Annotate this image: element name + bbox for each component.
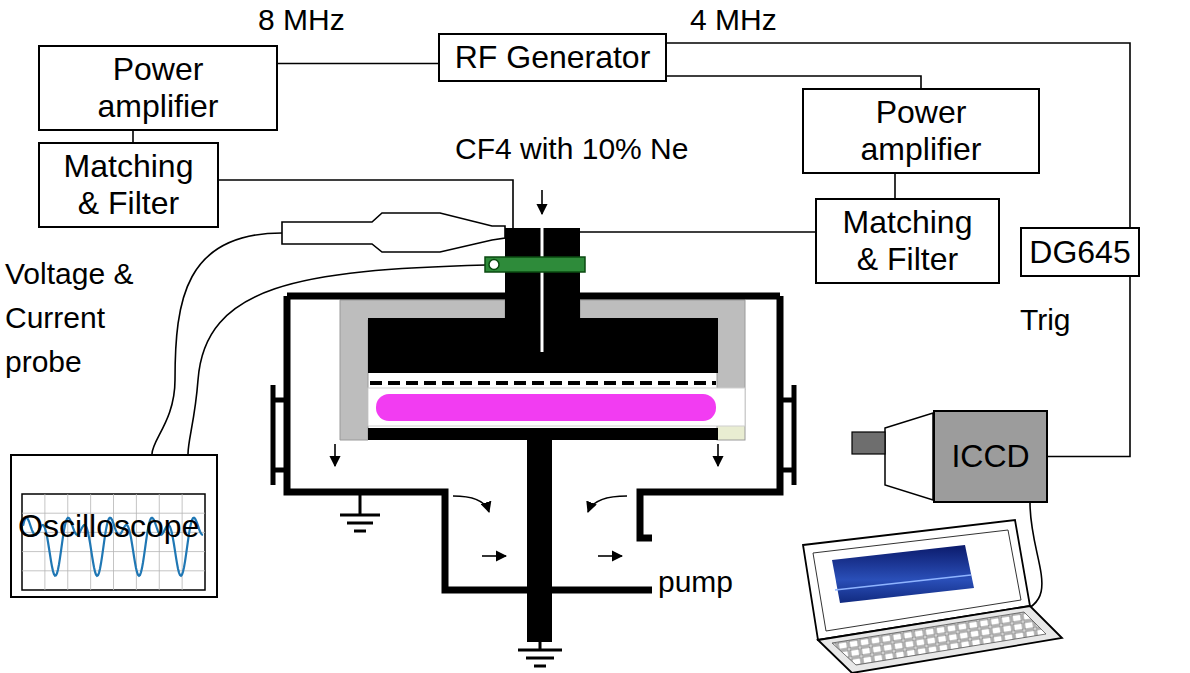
node-text: Power amplifier: [48, 51, 268, 125]
node-text: ICCD: [951, 438, 1029, 475]
camera-lens: [852, 413, 933, 500]
ground-symbol: [518, 642, 562, 666]
flow-arrow: [598, 555, 622, 557]
signal-wire: [278, 63, 438, 65]
node-text: Matching & Filter: [835, 204, 980, 278]
gas-label: CF4 with 10% Ne: [455, 132, 688, 167]
laptop: [803, 520, 1062, 673]
frequency-label: 8 MHz: [258, 3, 345, 38]
amplifier-box: Power amplifier: [802, 88, 1040, 174]
electrode: [527, 440, 552, 642]
current-probe: [485, 257, 585, 272]
frequency-label: 4 MHz: [690, 3, 777, 38]
electrode: [368, 428, 718, 440]
laptop: [832, 612, 1046, 665]
flow-arrow: [717, 444, 719, 466]
ground-symbol: [340, 492, 380, 531]
generator-box: RF Generator: [438, 33, 667, 82]
current-probe: [485, 257, 585, 272]
matching-box: Matching & Filter: [38, 142, 219, 228]
node-text: Oscilloscope: [18, 508, 199, 545]
pump-label: pump: [658, 565, 733, 600]
flow-arrow: [541, 190, 543, 214]
probe-cable: [152, 233, 282, 454]
node-text: DG645: [1029, 234, 1130, 271]
signal-wire: [132, 131, 134, 142]
delay-generator-box: DG645: [1020, 227, 1140, 277]
ground-symbol: [340, 492, 562, 666]
matching-box: Matching & Filter: [815, 198, 1000, 284]
flow-arrow: [334, 444, 336, 466]
flow-arrow: [588, 496, 627, 512]
gas-channel: [541, 228, 544, 352]
node-text: RF Generator: [455, 39, 651, 76]
camera-lens: [885, 413, 933, 500]
camera-lens: [852, 432, 885, 454]
plasma: [376, 394, 716, 421]
flow-arrow: [453, 496, 489, 512]
probe-label: Voltage & Current probe: [5, 252, 143, 384]
node-text: Power amplifier: [812, 94, 1030, 168]
probe-cable: [188, 265, 486, 454]
voltage-probe: [282, 213, 505, 252]
signal-label: Trig: [1020, 303, 1071, 338]
amplifier-box: Power amplifier: [38, 45, 278, 131]
oscilloscope-box: Oscilloscope: [10, 454, 218, 598]
gap-region: [368, 388, 745, 426]
laptop: [818, 606, 1062, 673]
current-probe: [489, 260, 499, 270]
camera-box: ICCD: [933, 410, 1048, 503]
signal-wire: [894, 174, 896, 198]
laptop: [832, 545, 974, 603]
flange: [273, 385, 794, 485]
signal-wire: [667, 76, 921, 88]
node-text: Matching & Filter: [56, 148, 201, 222]
laptop: [835, 575, 971, 590]
chamber-wall: [287, 296, 780, 590]
flow-arrow: [482, 555, 506, 557]
showerhead: [370, 381, 716, 385]
